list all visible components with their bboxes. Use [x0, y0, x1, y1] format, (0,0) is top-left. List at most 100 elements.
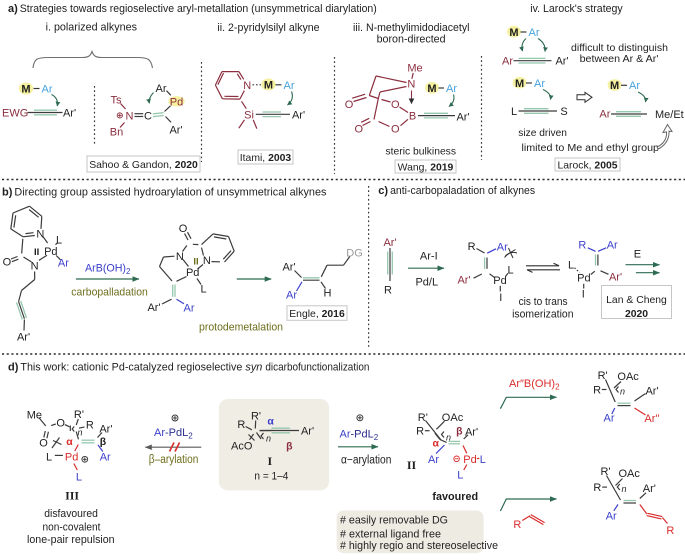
svg-text:Pd: Pd: [44, 246, 57, 258]
svg-text:M: M: [515, 78, 524, 90]
svg-text:cis to trans: cis to trans: [519, 296, 568, 308]
svg-text:Larock, 2005: Larock, 2005: [557, 160, 617, 171]
svg-text:a)Strategies towards regiosele: a)Strategies towards regioselective aryl…: [8, 3, 377, 15]
svg-text:O: O: [391, 124, 400, 136]
svg-text:iii. N-methylimidodiacetyl: iii. N-methylimidodiacetyl: [353, 22, 470, 34]
svg-text:N: N: [176, 251, 184, 263]
svg-text:carbopalladation: carbopalladation: [71, 287, 148, 299]
svg-text:Si: Si: [244, 109, 254, 121]
svg-text:L: L: [480, 454, 486, 466]
svg-text:M: M: [509, 27, 518, 39]
svg-text:n: n: [266, 434, 271, 444]
svg-text:AcO: AcO: [231, 441, 253, 453]
svg-text:O: O: [39, 437, 48, 449]
svg-text:M: M: [21, 84, 30, 96]
svg-text:R': R': [74, 409, 84, 421]
svg-text:disfavoured: disfavoured: [44, 508, 98, 520]
svg-text:O: O: [391, 99, 400, 111]
svg-text:I: I: [499, 292, 502, 304]
svg-text:β: β: [456, 425, 463, 437]
svg-text:steric bulkiness: steric bulkiness: [386, 147, 457, 158]
svg-text:M: M: [427, 83, 436, 95]
svg-text:size driven: size driven: [518, 128, 567, 139]
svg-text:β–arylation: β–arylation: [149, 454, 199, 466]
svg-text:Ar': Ar': [282, 261, 295, 273]
svg-text:II: II: [34, 247, 39, 258]
svg-text:Ar: Ar: [58, 257, 69, 269]
svg-text:Ar: Ar: [100, 451, 111, 463]
svg-text:R: R: [237, 419, 245, 431]
svg-text:O: O: [56, 418, 65, 430]
svg-text:# highly regio and stereoselec: # highly regio and stereoselective: [340, 540, 498, 552]
svg-text:n: n: [620, 387, 625, 397]
svg-text:Ar: Ar: [534, 78, 545, 90]
svg-text:Ar: Ar: [284, 80, 295, 92]
svg-text:c)anti-carbopaladation of alky: c)anti-carbopaladation of alkynes: [378, 185, 535, 197]
svg-text:M: M: [610, 80, 619, 92]
svg-text:β: β: [286, 441, 293, 453]
svg-text:# external ligand free: # external ligand free: [340, 528, 441, 540]
svg-text:Pd: Pd: [463, 454, 476, 466]
svg-text:Pd: Pd: [186, 267, 199, 279]
svg-text:III: III: [65, 489, 79, 503]
svg-text:N: N: [407, 79, 415, 91]
svg-text:Ar': Ar': [609, 271, 622, 283]
svg-text:Engle, 2016: Engle, 2016: [289, 309, 345, 320]
svg-text:n = 1–4: n = 1–4: [254, 470, 288, 482]
svg-text:boron-directed: boron-directed: [377, 34, 446, 46]
svg-text:Me: Me: [27, 409, 42, 421]
svg-text:ArB(OH)2: ArB(OH)2: [85, 263, 131, 277]
svg-text:α: α: [267, 415, 274, 427]
svg-text:difficult to distinguish: difficult to distinguish: [571, 43, 668, 54]
svg-text:R: R: [666, 525, 674, 537]
svg-text:Itami, 2003: Itami, 2003: [240, 153, 292, 164]
svg-text:Pd/L: Pd/L: [415, 277, 438, 289]
svg-text:protodemetalation: protodemetalation: [199, 322, 283, 334]
svg-text:Pd: Pd: [170, 96, 183, 108]
svg-text:Ar: Ar: [156, 83, 167, 95]
svg-text:Ar': Ar': [99, 424, 112, 436]
svg-text:I: I: [582, 288, 585, 300]
svg-text:R: R: [578, 239, 586, 251]
svg-text:R: R: [416, 426, 424, 438]
svg-text:limited to Me and ethyl group: limited to Me and ethyl group: [522, 143, 660, 154]
svg-text:Wang, 2019: Wang, 2019: [398, 162, 454, 173]
svg-text:R': R': [251, 410, 261, 422]
svg-text:I: I: [267, 454, 272, 468]
svg-text:OAc: OAc: [617, 371, 639, 383]
svg-text:N: N: [31, 261, 39, 273]
svg-text:Ar': Ar': [555, 56, 568, 68]
svg-text:α: α: [432, 438, 439, 450]
svg-text:Ts: Ts: [111, 94, 123, 106]
svg-text:R: R: [513, 519, 521, 531]
svg-text:Ar': Ar': [643, 483, 656, 495]
svg-text:B: B: [409, 111, 416, 123]
svg-text:O: O: [355, 124, 364, 136]
svg-text:Ar: Ar: [184, 302, 195, 314]
svg-text:L: L: [507, 265, 513, 277]
svg-text:H: H: [324, 287, 332, 299]
svg-text:Ar-PdL2: Ar-PdL2: [154, 427, 193, 441]
svg-text:Lan & Cheng: Lan & Cheng: [606, 295, 667, 306]
svg-text:Me/Et: Me/Et: [655, 109, 684, 121]
svg-text:R: R: [384, 285, 392, 297]
svg-text:EWG: EWG: [2, 107, 28, 119]
svg-text:Ar: Ar: [607, 239, 618, 251]
svg-text:Ar-PdL2: Ar-PdL2: [340, 428, 379, 442]
svg-text:Ar: Ar: [428, 454, 439, 466]
svg-text:M: M: [264, 80, 273, 92]
svg-text:Me: Me: [407, 62, 422, 74]
svg-text:isomerization: isomerization: [512, 308, 573, 320]
svg-text:Ar: Ar: [599, 109, 610, 121]
svg-text:Ar': Ar': [301, 426, 314, 438]
svg-text:# easily removable DG: # easily removable DG: [340, 515, 448, 527]
svg-text:Ar: Ar: [497, 242, 508, 254]
svg-text:O: O: [345, 99, 354, 111]
svg-text:i. polarized alkynes: i. polarized alkynes: [46, 22, 138, 34]
svg-text:ii. 2-pyridylsilyl alkyne: ii. 2-pyridylsilyl alkyne: [217, 22, 319, 34]
svg-text:n: n: [622, 484, 627, 494]
svg-text:L: L: [200, 284, 206, 296]
svg-text:L: L: [76, 471, 82, 483]
svg-text:Ar': Ar': [292, 109, 305, 121]
svg-text:α−arylation: α−arylation: [341, 454, 391, 466]
